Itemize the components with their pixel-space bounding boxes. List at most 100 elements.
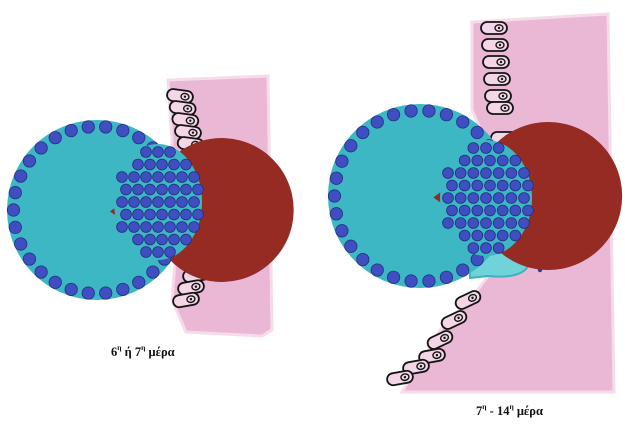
icm-cell — [459, 230, 470, 241]
icm-cell — [443, 168, 454, 179]
icm-cell — [459, 205, 470, 216]
icm-cell — [117, 222, 128, 233]
icm-cell — [181, 159, 192, 170]
icm-cell — [510, 155, 521, 166]
nucleolus — [504, 107, 506, 109]
icm-cell — [472, 155, 483, 166]
icm-cell — [468, 218, 479, 229]
icm-cell — [481, 193, 492, 204]
trophoblast-nucleus — [23, 155, 35, 167]
icm-cell — [165, 197, 176, 208]
icm-cell — [177, 197, 188, 208]
trophoblast-nucleus — [345, 140, 357, 152]
icm-cell — [468, 143, 479, 154]
caption-right-sup1: η — [482, 402, 486, 411]
icm-cell — [133, 184, 144, 195]
inner-cell-mass — [114, 144, 203, 260]
icm-cell — [455, 168, 466, 179]
icm-cell — [510, 230, 521, 241]
icm-cell — [493, 143, 504, 154]
icm-cell — [468, 243, 479, 254]
trophoblast-nucleus — [7, 204, 19, 216]
trophoblast-nucleus — [423, 275, 435, 287]
trophoblast-nucleus — [423, 105, 435, 117]
trophoblast-nucleus — [15, 238, 27, 250]
icm-cell — [165, 247, 176, 258]
icm-cell — [506, 218, 517, 229]
nucleolus — [498, 27, 500, 29]
icm-cell — [169, 159, 180, 170]
icm-cell — [153, 172, 164, 183]
icm-cell — [506, 193, 517, 204]
epithelial-cell — [487, 102, 513, 114]
icm-cell — [459, 155, 470, 166]
trophoblast-nucleus — [65, 124, 77, 136]
trophoblast-nucleus — [133, 131, 145, 143]
icm-cell — [129, 172, 140, 183]
icm-cell — [447, 205, 458, 216]
icm-cell — [493, 168, 504, 179]
blastocyst — [7, 120, 294, 300]
epithelial-cell — [484, 73, 510, 85]
icm-cell — [497, 155, 508, 166]
icm-cell — [165, 222, 176, 233]
icm-cell — [510, 180, 521, 191]
icm-cell — [485, 180, 496, 191]
panel-day-6-7 — [7, 76, 294, 336]
icm-cell — [169, 184, 180, 195]
icm-cell — [493, 243, 504, 254]
icm-cell — [141, 222, 152, 233]
nucleolus — [501, 78, 503, 80]
icm-cell — [443, 193, 454, 204]
trophoblast-nucleus — [35, 142, 47, 154]
icm-cell — [141, 197, 152, 208]
icm-cell — [141, 172, 152, 183]
trophoblast-nucleus — [82, 287, 94, 299]
icm-cell — [165, 172, 176, 183]
icm-cell — [497, 230, 508, 241]
nucleolus — [500, 61, 502, 63]
trophoblast-nucleus — [23, 253, 35, 265]
icm-cell — [485, 230, 496, 241]
trophoblast-nucleus — [330, 208, 342, 220]
icm-cell — [165, 147, 176, 158]
icm-cell — [189, 197, 200, 208]
icm-cell — [493, 218, 504, 229]
icm-cell — [157, 209, 168, 220]
trophoblast-nucleus — [82, 121, 94, 133]
icm-cell — [169, 209, 180, 220]
trophoblast-nucleus — [328, 190, 340, 202]
trophoblast-nucleus — [387, 108, 399, 120]
icm-cell — [455, 218, 466, 229]
icm-cell — [181, 184, 192, 195]
trophoblast-nucleus — [336, 225, 348, 237]
icm-cell — [129, 222, 140, 233]
panel-day-7-14 — [328, 14, 622, 392]
icm-cell — [145, 159, 156, 170]
trophoblast-nucleus — [49, 276, 61, 288]
caption-left-mid: ή — [122, 345, 135, 359]
nucleolus — [502, 95, 504, 97]
icm-cell — [129, 197, 140, 208]
icm-cell — [117, 197, 128, 208]
blastocyst — [328, 104, 622, 288]
trophoblast-nucleus — [49, 131, 61, 143]
icm-cell — [181, 234, 192, 245]
epithelial-cell — [485, 90, 511, 102]
trophoblast-nucleus — [35, 266, 47, 278]
icm-cell — [153, 197, 164, 208]
trophoblast-nucleus — [100, 121, 112, 133]
trophoblast-nucleus — [457, 264, 469, 276]
icm-cell — [157, 184, 168, 195]
icm-cell — [481, 143, 492, 154]
trophoblast-nucleus — [330, 172, 342, 184]
icm-cell — [481, 168, 492, 179]
trophoblast-nucleus — [336, 155, 348, 167]
trophoblast-nucleus — [9, 221, 21, 233]
icm-cell — [189, 172, 200, 183]
icm-cell — [177, 222, 188, 233]
icm-cell — [485, 155, 496, 166]
caption-day-6-7: 6η ή 7η μέρα — [111, 345, 175, 360]
